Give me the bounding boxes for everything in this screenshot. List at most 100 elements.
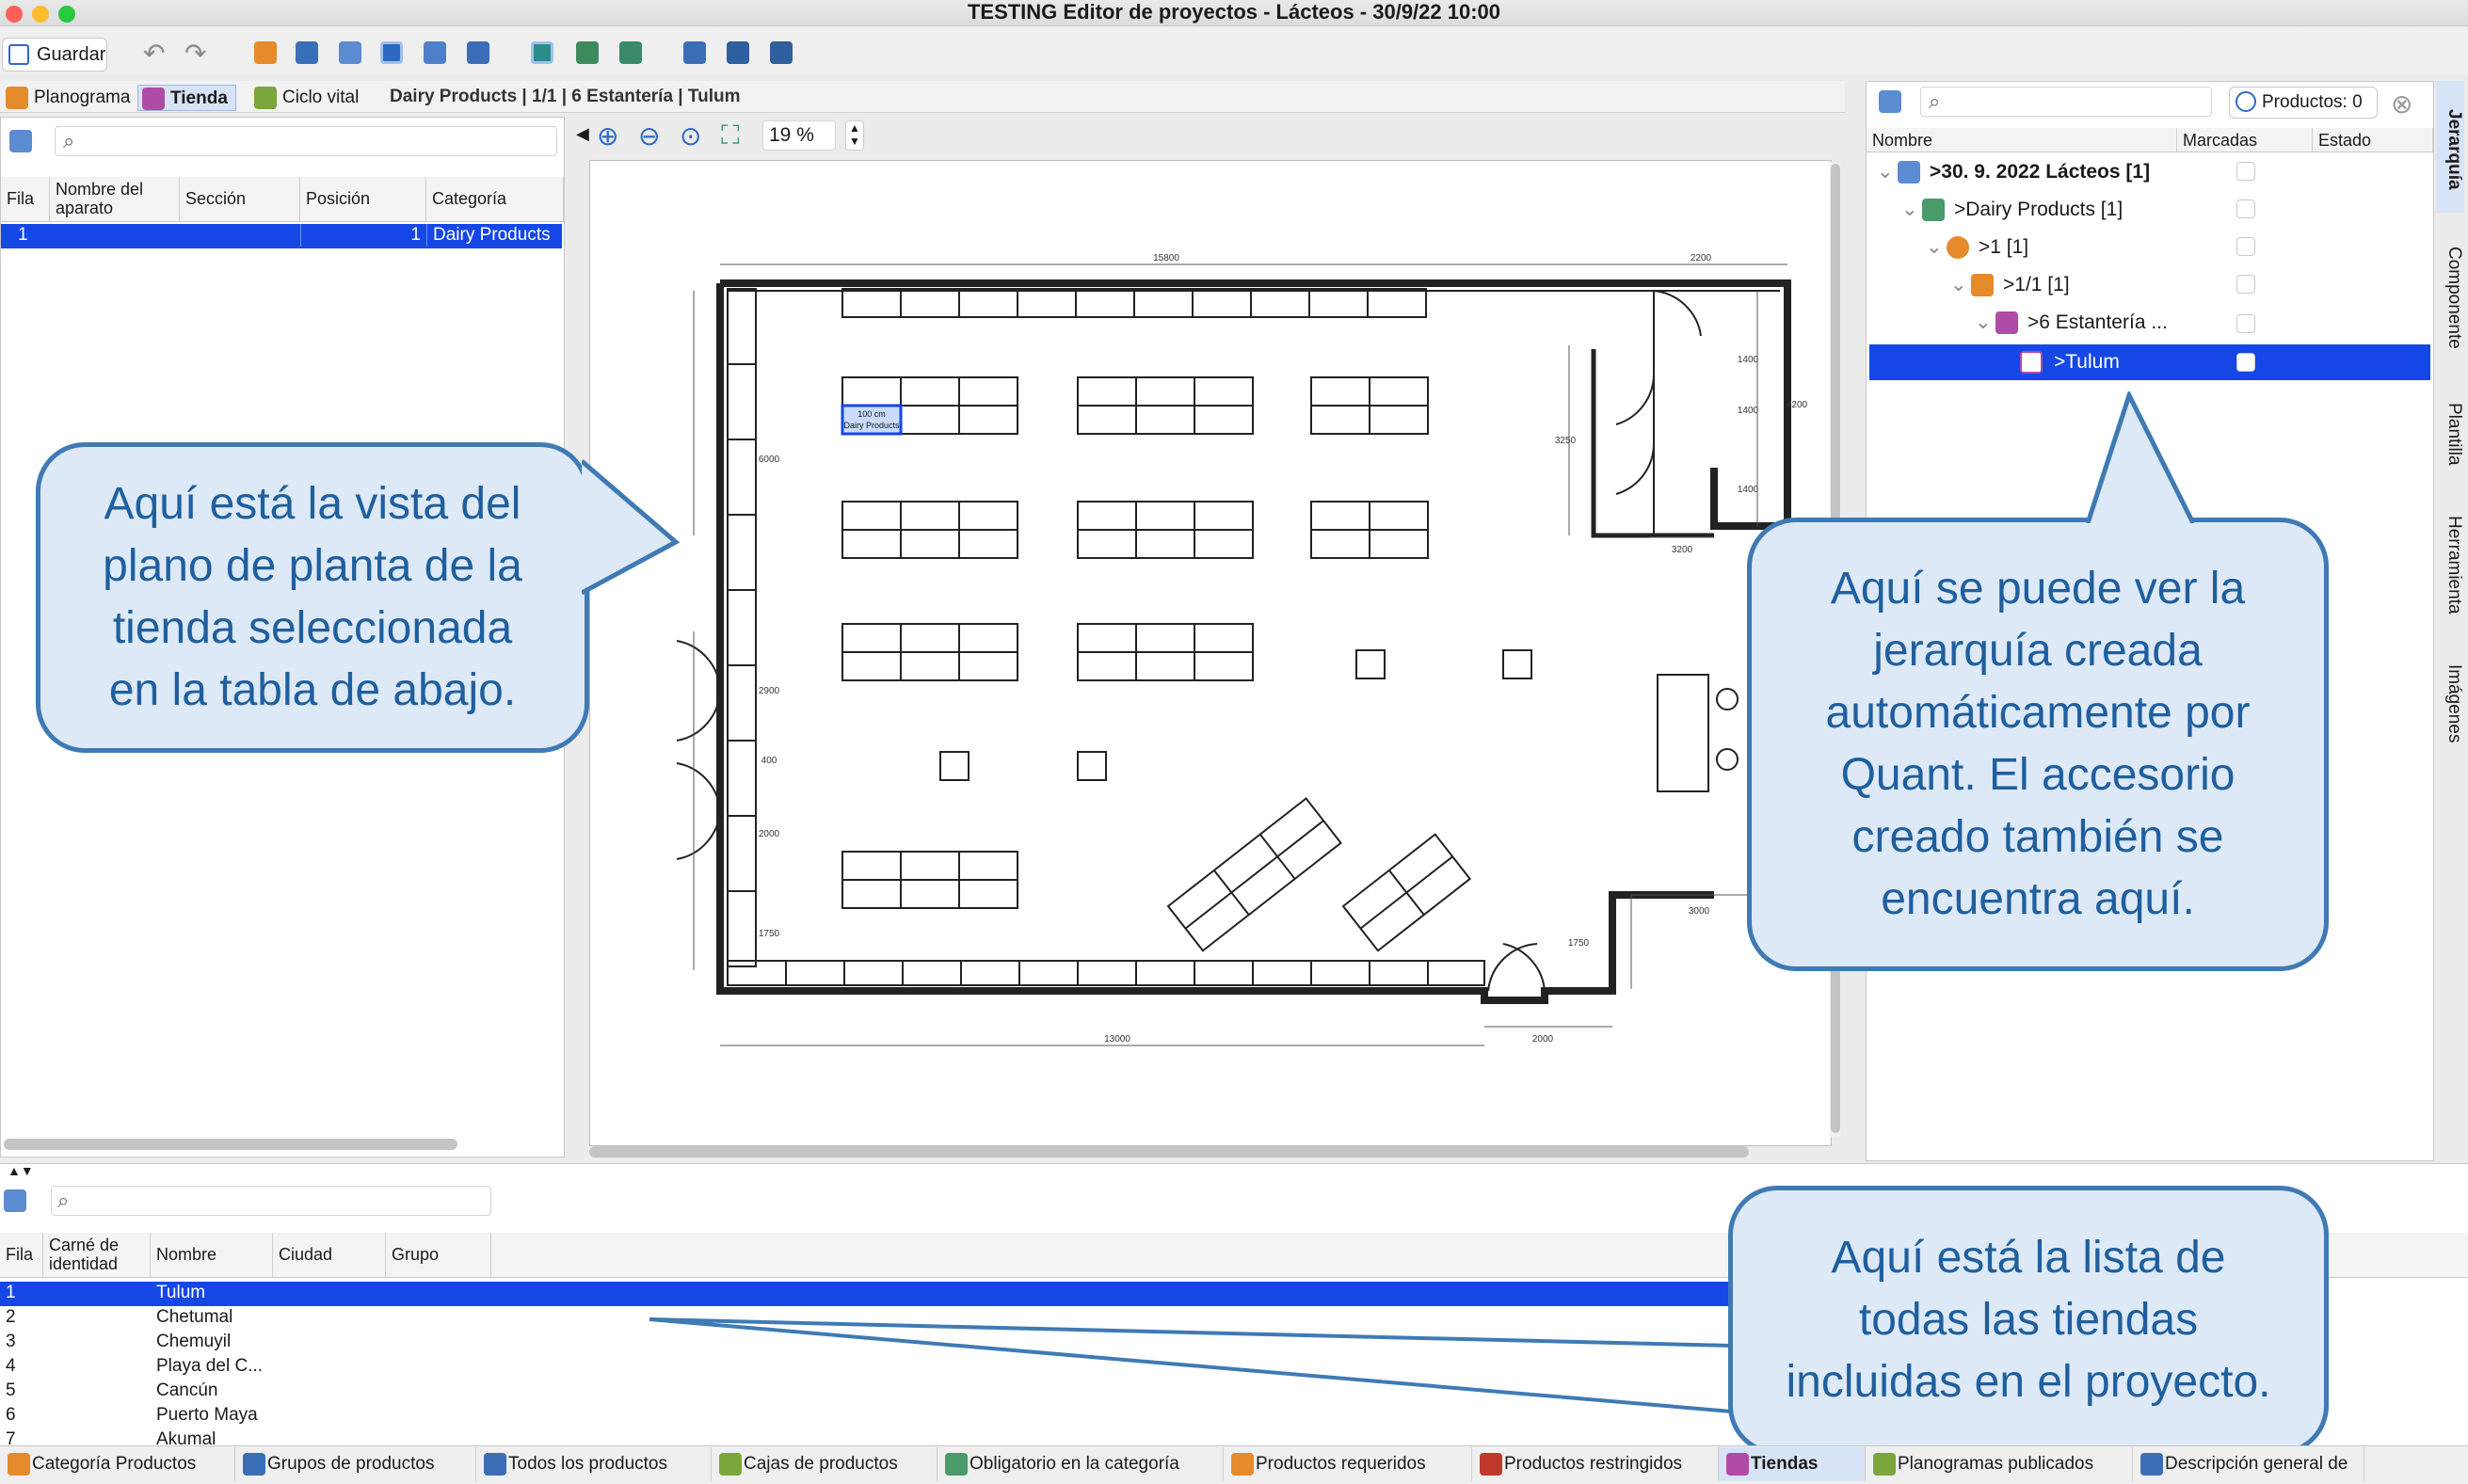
- bottom-tab-7[interactable]: Productos restringidos: [1472, 1447, 1719, 1481]
- bottom-tab-6[interactable]: Productos requeridos: [1224, 1447, 1472, 1481]
- bottom-tab-2[interactable]: Grupos de productos: [235, 1447, 476, 1481]
- zoom-stepper[interactable]: ▲▼: [845, 120, 864, 151]
- bottom-tab-4[interactable]: Cajas de productos: [712, 1447, 938, 1481]
- zoom-window-button[interactable]: [58, 6, 75, 23]
- bottom-tab-10[interactable]: Descripción general de: [2133, 1447, 2364, 1481]
- zoom-level-field[interactable]: 19 %: [762, 120, 836, 151]
- columns-icon[interactable]: [339, 41, 361, 64]
- col-seccion[interactable]: Sección: [180, 177, 300, 221]
- collapse-left-icon[interactable]: ◀: [576, 124, 589, 143]
- side-tab-label: Imágenes: [2444, 664, 2464, 743]
- collapse-stores-icon[interactable]: ▲▼: [8, 1163, 34, 1178]
- col-marcadas[interactable]: Marcadas: [2177, 128, 2313, 152]
- side-tab-componente[interactable]: Componente: [2436, 218, 2464, 367]
- hierarchy-table-icon[interactable]: [1879, 90, 1901, 113]
- col-nombre-aparato[interactable]: Nombre del aparato: [50, 177, 180, 221]
- bottom-tab-5[interactable]: Obligatorio en la categoría: [938, 1447, 1224, 1481]
- measure-icon[interactable]: [424, 41, 446, 64]
- tree-row-project[interactable]: ⌄ >30. 9. 2022 Lácteos [1]: [1869, 154, 2430, 190]
- bottom-tab-1[interactable]: Categoría Productos: [0, 1447, 235, 1481]
- side-tab-jerarquia[interactable]: Jerarquía: [2436, 81, 2464, 213]
- col-posicion[interactable]: Posición: [300, 177, 426, 221]
- floorplan-hscroll[interactable]: [589, 1146, 1749, 1157]
- table-settings-icon[interactable]: [9, 130, 32, 152]
- col-estado[interactable]: Estado: [2313, 128, 2433, 152]
- chevron-down-icon[interactable]: ⌄: [1877, 161, 1894, 183]
- table-icon[interactable]: [683, 41, 706, 64]
- stores-icon[interactable]: [727, 41, 749, 64]
- tab-ciclo-vital[interactable]: Ciclo vital: [250, 85, 366, 111]
- table-row[interactable]: 1 1 Dairy Products: [1, 224, 562, 248]
- shelves-icon[interactable]: [576, 41, 599, 64]
- minimize-window-button[interactable]: [32, 6, 49, 23]
- bottom-tab-9[interactable]: Planogramas publicados: [1866, 1447, 2133, 1481]
- save-button[interactable]: Guardar: [2, 38, 107, 72]
- bottom-tab-label: Obligatorio en la categoría: [970, 1454, 1179, 1474]
- fixtures-scrollbar[interactable]: [4, 1139, 457, 1150]
- hierarchy-search-input[interactable]: ⌕: [1920, 87, 2212, 117]
- sort-icon[interactable]: [254, 41, 277, 64]
- cell-fila: 6: [6, 1405, 16, 1425]
- zoom-out-icon[interactable]: ⊖: [638, 121, 661, 151]
- close-window-button[interactable]: [6, 6, 23, 23]
- products-count: Productos: 0: [2262, 92, 2363, 112]
- marked-checkbox[interactable]: [2236, 162, 2255, 181]
- tree-row-group[interactable]: ⌄ >1 [1]: [1869, 230, 2430, 265]
- col-categoria[interactable]: Categoría: [426, 177, 564, 221]
- marked-checkbox[interactable]: [2236, 237, 2255, 256]
- col-nombre[interactable]: Nombre: [151, 1233, 273, 1277]
- clear-filter-icon[interactable]: ⊗: [2391, 89, 2413, 119]
- chevron-down-icon[interactable]: ⌄: [1901, 199, 1918, 220]
- stores-search-input[interactable]: ⌕: [51, 1186, 491, 1216]
- tree-row-store[interactable]: >Tulum: [1869, 344, 2430, 380]
- col-ciudad[interactable]: Ciudad: [273, 1233, 386, 1277]
- undo-icon[interactable]: ↶: [143, 39, 166, 68]
- tab-planograma[interactable]: Planograma: [2, 85, 137, 111]
- col-fila[interactable]: Fila: [0, 1233, 43, 1277]
- bottom-tab-3[interactable]: Todos los productos: [476, 1447, 712, 1481]
- planogram-icon: [1971, 274, 1994, 296]
- marked-checkbox[interactable]: [2236, 314, 2255, 333]
- tree-row-category[interactable]: ⌄ >Dairy Products [1]: [1869, 192, 2430, 228]
- chevron-down-icon[interactable]: ⌄: [1926, 236, 1943, 258]
- side-tab-herramienta[interactable]: Herramienta: [2436, 487, 2464, 629]
- stores-table-icon[interactable]: [4, 1189, 26, 1212]
- chevron-down-icon[interactable]: ⌄: [1975, 311, 1992, 333]
- zoom-extents-icon[interactable]: ⛶: [721, 120, 740, 150]
- marked-checkbox[interactable]: [2236, 275, 2255, 294]
- callout-stores-pointer: [649, 1317, 1733, 1413]
- selected-fixture[interactable]: [841, 404, 903, 436]
- redo-icon[interactable]: ↷: [184, 39, 207, 68]
- bottom-tab-8[interactable]: Tiendas: [1719, 1447, 1866, 1481]
- tab-tienda[interactable]: Tienda: [137, 85, 236, 111]
- tree-row-planogram[interactable]: ⌄ >1/1 [1]: [1869, 267, 2430, 303]
- col-carne[interactable]: Carné de identidad: [43, 1233, 151, 1277]
- products-filter-button[interactable]: Productos: 0: [2229, 87, 2378, 119]
- zoom-fit-icon[interactable]: ⊙: [680, 121, 702, 151]
- store-layout-icon[interactable]: [531, 41, 553, 64]
- col-grupo[interactable]: Grupo: [386, 1233, 491, 1277]
- grid-clear-icon[interactable]: [467, 41, 489, 64]
- floorplan-canvas[interactable]: 100 cm Dairy Products 15800 2200 1400 14…: [589, 160, 1832, 1146]
- col-nombre[interactable]: Nombre: [1867, 128, 2177, 152]
- list-view-icon[interactable]: [296, 41, 318, 64]
- house-icon[interactable]: [770, 41, 793, 64]
- side-tab-plantilla[interactable]: Plantilla: [2436, 375, 2464, 480]
- camera-icon[interactable]: [380, 41, 403, 64]
- marked-checkbox[interactable]: [2236, 353, 2255, 372]
- zoom-in-icon[interactable]: ⊕: [597, 121, 619, 151]
- home-icon[interactable]: [619, 41, 642, 64]
- tree-row-fixture[interactable]: ⌄ >6 Estantería ...: [1869, 305, 2430, 341]
- chevron-down-icon[interactable]: ⌄: [1950, 274, 1967, 295]
- marked-checkbox[interactable]: [2236, 199, 2255, 218]
- side-tab-imagenes[interactable]: Imágenes: [2436, 636, 2464, 758]
- col-fila[interactable]: Fila: [1, 177, 50, 221]
- fixtures-search-input[interactable]: ⌕: [55, 126, 557, 156]
